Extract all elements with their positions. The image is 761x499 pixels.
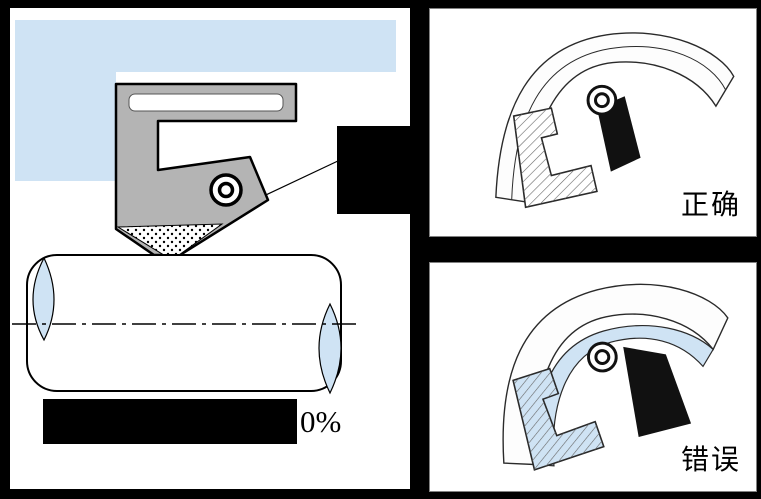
garter-spring-icon: [586, 84, 618, 116]
garter-spring-icon: [586, 341, 618, 373]
seal-ring-band: [495, 32, 735, 204]
wrong-installation-drawing: [502, 283, 729, 471]
caption-text: 0%: [300, 404, 342, 439]
housing-block: [15, 20, 396, 181]
seal-case-hatch: [513, 368, 604, 470]
correct-label: 正确: [680, 190, 741, 221]
seal-3d-correct: [495, 32, 735, 209]
correct-installation-drawing: [495, 32, 735, 209]
seal-case-slot: [128, 93, 284, 112]
wrong-installation-figure: 错误: [429, 262, 757, 492]
seal-3d-wrong: [502, 283, 729, 471]
shaft: [26, 254, 342, 392]
garter-spring-icon: [209, 173, 243, 207]
rubber-lip-wedge: [596, 96, 641, 172]
rubber-lip-wedge: [623, 346, 692, 437]
seal-ring-inner-band: [535, 325, 714, 467]
redacted-label: [337, 126, 410, 214]
cross-section-panel: 0%: [10, 8, 410, 489]
seal-ring-band: [502, 283, 729, 466]
wrong-label: 错误: [680, 445, 741, 476]
caption: 0%: [43, 399, 341, 444]
cross-section-diagram: [12, 20, 410, 395]
correct-installation-figure: 正确: [429, 8, 757, 237]
seal-case-hatch: [513, 108, 597, 208]
grease-stipple: [116, 223, 224, 261]
caption-redacted-bar: [43, 399, 297, 444]
shaft-left-chamfer: [32, 256, 55, 342]
shaft-right-chamfer: [318, 302, 342, 395]
oil-seal-cross-section: [114, 82, 298, 257]
